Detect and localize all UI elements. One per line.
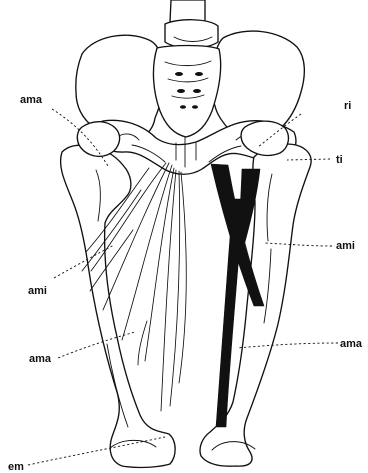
label-ama-top-left: ama [20, 94, 43, 106]
muscle-fiber [161, 170, 176, 411]
muscle-fiber [179, 172, 186, 383]
sacral-foramen [192, 105, 198, 109]
muscle-fiber [145, 168, 174, 361]
lumbar-vertebra-body [165, 20, 218, 48]
label-em: em [8, 461, 24, 473]
sacral-foramen [177, 89, 185, 93]
sacrum [153, 46, 220, 138]
left-femur-shaft [61, 145, 176, 467]
sacral-foramen [193, 89, 201, 93]
left-femoral-head [77, 122, 119, 157]
label-ami-right: ami [336, 240, 355, 252]
vertebra [165, 0, 218, 48]
label-ama-lower-left: ama [29, 353, 52, 365]
muscle-fiber [170, 171, 180, 406]
label-ti: ti [336, 154, 343, 166]
label-ama-right: ama [340, 338, 363, 350]
label-ami-left: ami [28, 285, 47, 297]
sacral-foramen [175, 72, 183, 76]
sacral-foramen [195, 72, 203, 76]
label-ri: ri [344, 100, 351, 112]
sacral-foramen [180, 105, 186, 109]
upper-vertebra [170, 0, 205, 22]
